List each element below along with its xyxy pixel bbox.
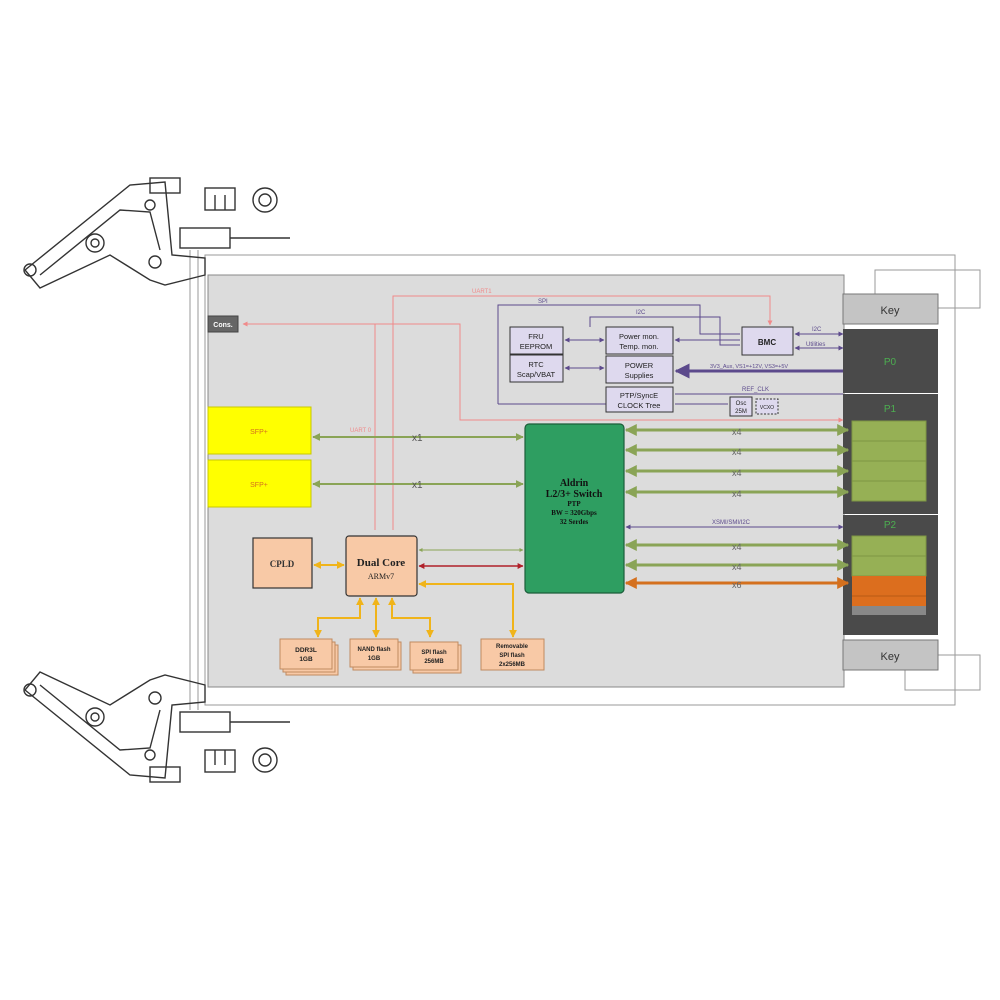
power-supplies-line2: Supplies xyxy=(625,371,654,380)
aldrin-switch-block: Aldrin L2/3+ Switch PTP BW = 320Gbps 32 … xyxy=(524,423,625,594)
power-supplies-line1: POWER xyxy=(625,361,654,370)
power-mon-line2: Temp. mon. xyxy=(619,342,658,351)
removable-line2: SPI flash xyxy=(499,653,525,659)
bottom-ejector-handle[interactable] xyxy=(23,671,290,783)
p2-lane2-label: x4 xyxy=(732,562,742,572)
p2-lane3-label: x6 xyxy=(732,580,742,590)
connector-p1: P1 xyxy=(843,394,938,514)
p1-lane4-label: x4 xyxy=(732,489,742,499)
osc-line1: Osc xyxy=(736,401,747,407)
spi-label: SPI xyxy=(538,299,548,305)
nand-flash-block: NAND flash 1GB xyxy=(349,638,402,671)
fru-line2: EEPROM xyxy=(520,342,553,351)
ddr-line2: 1GB xyxy=(299,656,313,663)
utilities-label: Utilities xyxy=(806,342,825,348)
fru-eeprom-block: FRU EEPROM xyxy=(509,326,564,355)
i2c-right-label: I2C xyxy=(812,327,822,333)
nand-line2: 1GB xyxy=(368,656,381,662)
sfp2-label: SFP+ xyxy=(250,482,268,489)
p2-pad-orange xyxy=(852,576,926,606)
sfp-plus-2[interactable]: SFP+ xyxy=(207,459,312,508)
vcxo-label: VCXO xyxy=(760,405,774,411)
uart1-line xyxy=(392,295,773,530)
sfp1-label: SFP+ xyxy=(250,429,268,436)
i2c-top-label: I2C xyxy=(636,310,646,316)
p1-lane3-label: x4 xyxy=(732,468,742,478)
card-outline xyxy=(189,250,981,710)
management-lines xyxy=(497,304,844,405)
uart1-label: UART1 xyxy=(472,289,492,295)
memory-links xyxy=(314,580,517,638)
oscillator-block: Osc 25M xyxy=(729,396,753,417)
p2-label: P2 xyxy=(884,520,897,531)
xsmi-label: XSMI/SMI/I2C xyxy=(712,520,751,526)
power-mon-line1: Power mon. xyxy=(619,332,659,341)
ddr3l-block: DDR3L 1GB xyxy=(279,638,339,676)
p2-lane1-label: x4 xyxy=(732,542,742,552)
spi-flash-line1: SPI flash xyxy=(421,650,447,656)
cpu-subtitle: ARMv7 xyxy=(368,572,394,581)
dual-core-cpu-block: Dual Core ARMv7 xyxy=(345,535,418,597)
key-bottom-label: Key xyxy=(881,651,900,663)
cpld-label: CPLD xyxy=(270,559,295,569)
ddr-line1: DDR3L xyxy=(295,647,317,654)
sfp-links xyxy=(312,433,524,488)
removable-line3: 2x256MB xyxy=(499,662,526,668)
spi-flash-block: SPI flash 256MB xyxy=(409,641,462,674)
p1-lane1-label: x4 xyxy=(732,427,742,437)
key-connector-top: Key xyxy=(842,293,939,325)
bmc-block: BMC xyxy=(741,326,794,356)
power-rails-label: 3V3_Aux, VS1=+12V, VS3=+5V xyxy=(710,364,788,370)
rtc-line2: Scap/VBAT xyxy=(517,370,556,379)
key-connector-bottom: Key xyxy=(842,639,939,671)
switch-serdes: 32 Serdes xyxy=(560,518,589,526)
switch-name: Aldrin xyxy=(560,478,589,489)
p1-lane2-label: x4 xyxy=(732,447,742,457)
cpu-title: Dual Core xyxy=(357,557,405,569)
bmc-label: BMC xyxy=(758,338,776,347)
p1-label: P1 xyxy=(884,404,897,415)
removable-spi-flash-block: Removable SPI flash 2x256MB xyxy=(480,638,545,671)
top-ejector-handle[interactable] xyxy=(23,177,290,289)
nand-line1: NAND flash xyxy=(357,647,390,653)
sfp1-width-label: x1 xyxy=(412,433,423,444)
switch-bandwidth: BW = 320Gbps xyxy=(551,509,597,517)
uart0-label: UART 0 xyxy=(350,428,372,434)
connector-p2: P2 xyxy=(843,515,938,635)
p2-links xyxy=(624,539,850,589)
power-monitor-block: Power mon. Temp. mon. xyxy=(605,326,674,355)
ptp-clock-tree-block: PTP/SyncE CLOCK Tree xyxy=(605,386,674,413)
p0-label: P0 xyxy=(884,357,897,368)
switch-ptp: PTP xyxy=(567,500,581,508)
power-supplies-block: POWER Supplies xyxy=(605,355,674,384)
p1-links xyxy=(624,424,850,498)
ptp-line2: CLOCK Tree xyxy=(618,401,661,410)
osc-line2: 25M xyxy=(735,409,747,415)
sfp2-width-label: x1 xyxy=(412,480,423,491)
fru-line1: FRU xyxy=(528,332,543,341)
key-top-label: Key xyxy=(881,305,900,317)
removable-line1: Removable xyxy=(496,644,529,650)
cons-line xyxy=(242,321,844,530)
cpld-block: CPLD xyxy=(252,537,313,589)
vcxo-block: VCXO xyxy=(755,398,779,415)
spi-flash-line2: 256MB xyxy=(424,659,444,665)
rtc-line1: RTC xyxy=(528,360,544,369)
connector-p0: P0 xyxy=(843,329,938,393)
switch-type: L2/3+ Switch xyxy=(546,489,603,500)
cons-block[interactable]: Cons. xyxy=(207,315,239,333)
ref-clk-label: REF_CLK xyxy=(742,387,769,393)
rtc-block: RTC Scap/VBAT xyxy=(509,354,564,383)
ptp-line1: PTP/SyncE xyxy=(620,391,658,400)
cons-label: Cons. xyxy=(213,322,233,329)
sfp-plus-1[interactable]: SFP+ xyxy=(207,406,312,455)
